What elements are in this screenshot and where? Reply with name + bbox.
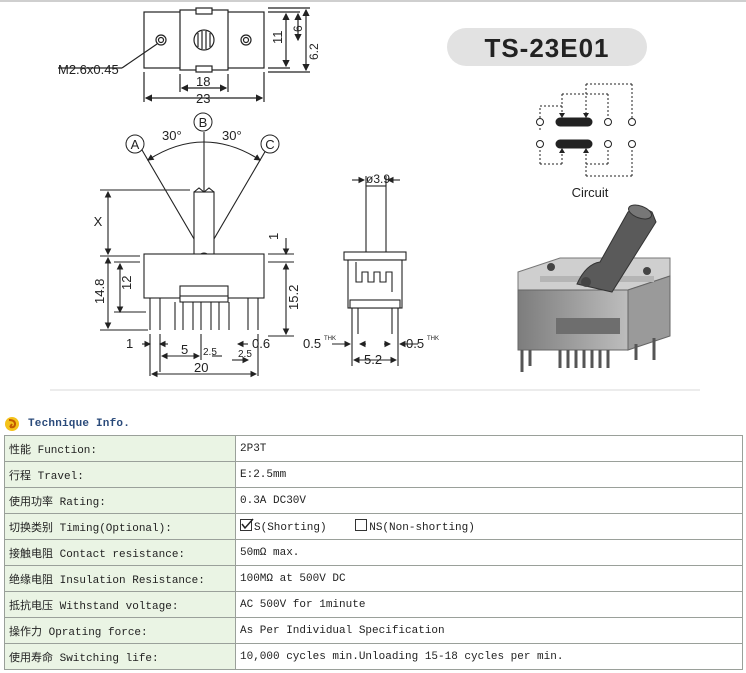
table-row: 绝缘电阻 Insulation Resistance: 100MΩ at 500… [4, 565, 743, 592]
model-badge: TS-23E01 [447, 28, 647, 66]
table-row: 切换类别 Timing(Optional): S(Shorting) NS(No… [4, 513, 743, 540]
technical-drawing: M2.6x0.45 18 23 11 6 6.2 TS-23E01 [0, 0, 746, 391]
top-view [58, 7, 310, 102]
position-c-marker [260, 134, 280, 154]
spec-label: 接触电阻 Contact resistance: [4, 539, 236, 566]
technique-info-header: Technique Info. [4, 414, 130, 434]
spec-value: 10,000 cycles min.Unloading 15-18 cycles… [235, 643, 743, 670]
spec-label: 性能 Function: [4, 435, 236, 462]
table-row: 接触电阻 Contact resistance: 50mΩ max. [4, 539, 743, 566]
model-title: TS-23E01 [484, 33, 609, 63]
screw-label: M2.6x0.45 [58, 62, 119, 77]
dim-12: 12 [119, 276, 134, 290]
spec-label: 切换类别 Timing(Optional): [4, 513, 236, 540]
spec-label: 抵抗电压 Withstand voltage: [4, 591, 236, 618]
position-markers [125, 112, 280, 154]
spec-table: 性能 Function: 2P3T 行程 Travel: E:2.5mm 使用功… [4, 435, 743, 670]
dim-0-6: 0.6 [252, 336, 270, 351]
table-row: 使用功率 Rating: 0.3A DC30V [4, 487, 743, 514]
table-row: 性能 Function: 2P3T [4, 435, 743, 462]
dim-15-2: 15.2 [286, 285, 301, 310]
spec-label: 行程 Travel: [4, 461, 236, 488]
table-row: 操作力 Oprating force: As Per Individual Sp… [4, 617, 743, 644]
side-view [332, 176, 418, 366]
dim-0-5-left: 0.5 [303, 336, 321, 351]
dim-5: 5 [181, 342, 188, 357]
dim-2-5-b: 2.5 [238, 349, 252, 360]
spec-label: 操作力 Oprating force: [4, 617, 236, 644]
table-row: 抵抗电压 Withstand voltage: AC 500V for 1min… [4, 591, 743, 618]
spec-label: 绝缘电阻 Insulation Resistance: [4, 565, 236, 592]
dim-thk-left: THK [324, 336, 336, 342]
spec-value: As Per Individual Specification [235, 617, 743, 644]
spec-label: 使用寿命 Switching life: [4, 643, 236, 670]
dim-18: 18 [196, 74, 210, 89]
position-b: B [199, 115, 208, 130]
dim-1-right: 1 [266, 233, 281, 240]
dim-x: X [94, 214, 103, 229]
position-a: A [131, 137, 140, 152]
circuit-diagram [536, 83, 636, 177]
dim-1-bottom: 1 [126, 336, 133, 351]
dim-thk-right: THK [427, 336, 439, 342]
spec-value: 0.3A DC30V [235, 487, 743, 514]
angle-left: 30° [162, 128, 182, 143]
dim-dia-3-9: ø3.9 [366, 172, 390, 186]
dim-0-5-right: 0.5 [406, 336, 424, 351]
dim-5-2: 5.2 [364, 352, 382, 367]
dim-23: 23 [196, 91, 210, 106]
dim-2-5-a: 2.5 [203, 347, 217, 358]
dim-20: 20 [194, 360, 208, 375]
shorting-option-label: S(Shorting) [254, 522, 327, 534]
spec-value-timing: S(Shorting) NS(Non-shorting) [235, 513, 743, 540]
spec-value: 2P3T [235, 435, 743, 462]
swirl-bullet-icon [5, 417, 19, 431]
position-b-marker [193, 112, 213, 132]
position-a-marker [125, 134, 145, 154]
spec-value: E:2.5mm [235, 461, 743, 488]
spec-value: 100MΩ at 500V DC [235, 565, 743, 592]
non-shorting-checkbox[interactable] [355, 519, 368, 531]
table-row: 行程 Travel: E:2.5mm [4, 461, 743, 488]
dim-14-8: 14.8 [92, 279, 107, 304]
dim-11: 11 [270, 31, 285, 45]
spec-label: 使用功率 Rating: [4, 487, 236, 514]
shorting-checkbox[interactable] [240, 518, 254, 531]
dim-6-2: 6.2 [307, 43, 321, 60]
circuit-label: Circuit [572, 185, 609, 200]
product-render [517, 204, 671, 372]
section-title: Technique Info. [28, 418, 131, 430]
table-row: 使用寿命 Switching life: 10,000 cycles min.U… [4, 643, 743, 670]
spec-value: 50mΩ max. [235, 539, 743, 566]
position-c: C [265, 137, 274, 152]
front-view [100, 132, 294, 378]
dim-6: 6 [291, 25, 305, 32]
checkmark-icon [241, 518, 254, 530]
non-shorting-option-label: NS(Non-shorting) [369, 522, 475, 534]
angle-right: 30° [222, 128, 242, 143]
spec-value: AC 500V for 1minute [235, 591, 743, 618]
